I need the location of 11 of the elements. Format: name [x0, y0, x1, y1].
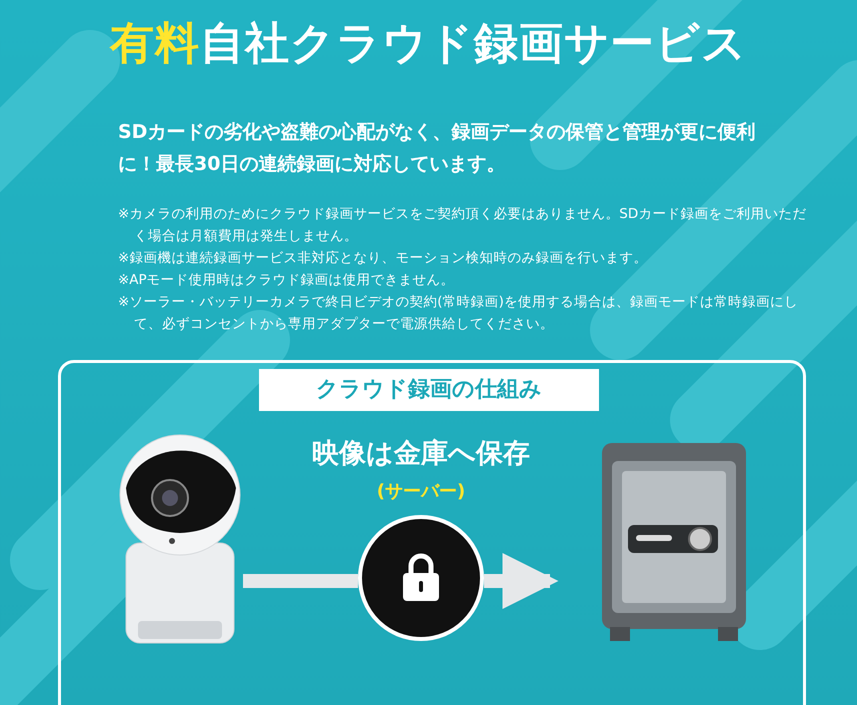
note: ※録画機は連続録画サービス非対応となり、モーション検知時のみ録画を行います。 [118, 249, 648, 268]
intro-paragraph: SDカードの劣化や盗難の心配がなく、録画データの保管と管理が更に便利に！最長30日の連続録画に対応しています。 [118, 120, 756, 177]
section-heading: クラウド録画の仕組み [259, 369, 599, 411]
title: 有料自社クラウド録画サービス [108, 17, 748, 71]
diagram-panel [58, 360, 806, 705]
arrow [484, 553, 558, 609]
caption-subtext: (サーバー) [376, 480, 466, 503]
note: ※カメラの利用のためにクラウド録画サービスをご契約頂く必要はありません。SDカード録画をご利用いただく場合は月額費用は発生しません。 [118, 205, 808, 246]
note: ※ソーラー・バッテリーカメラで終日ビデオの契約(常時録画)を使用する場合は、録画モードは常時録画にして、必ずコンセントから専用アダプターで電源供給してください。 [118, 293, 799, 334]
caption-text: 映像は金庫へ保存 [311, 437, 531, 471]
note: ※APモード使用時はクラウド録画は使用できません。 [118, 271, 456, 290]
